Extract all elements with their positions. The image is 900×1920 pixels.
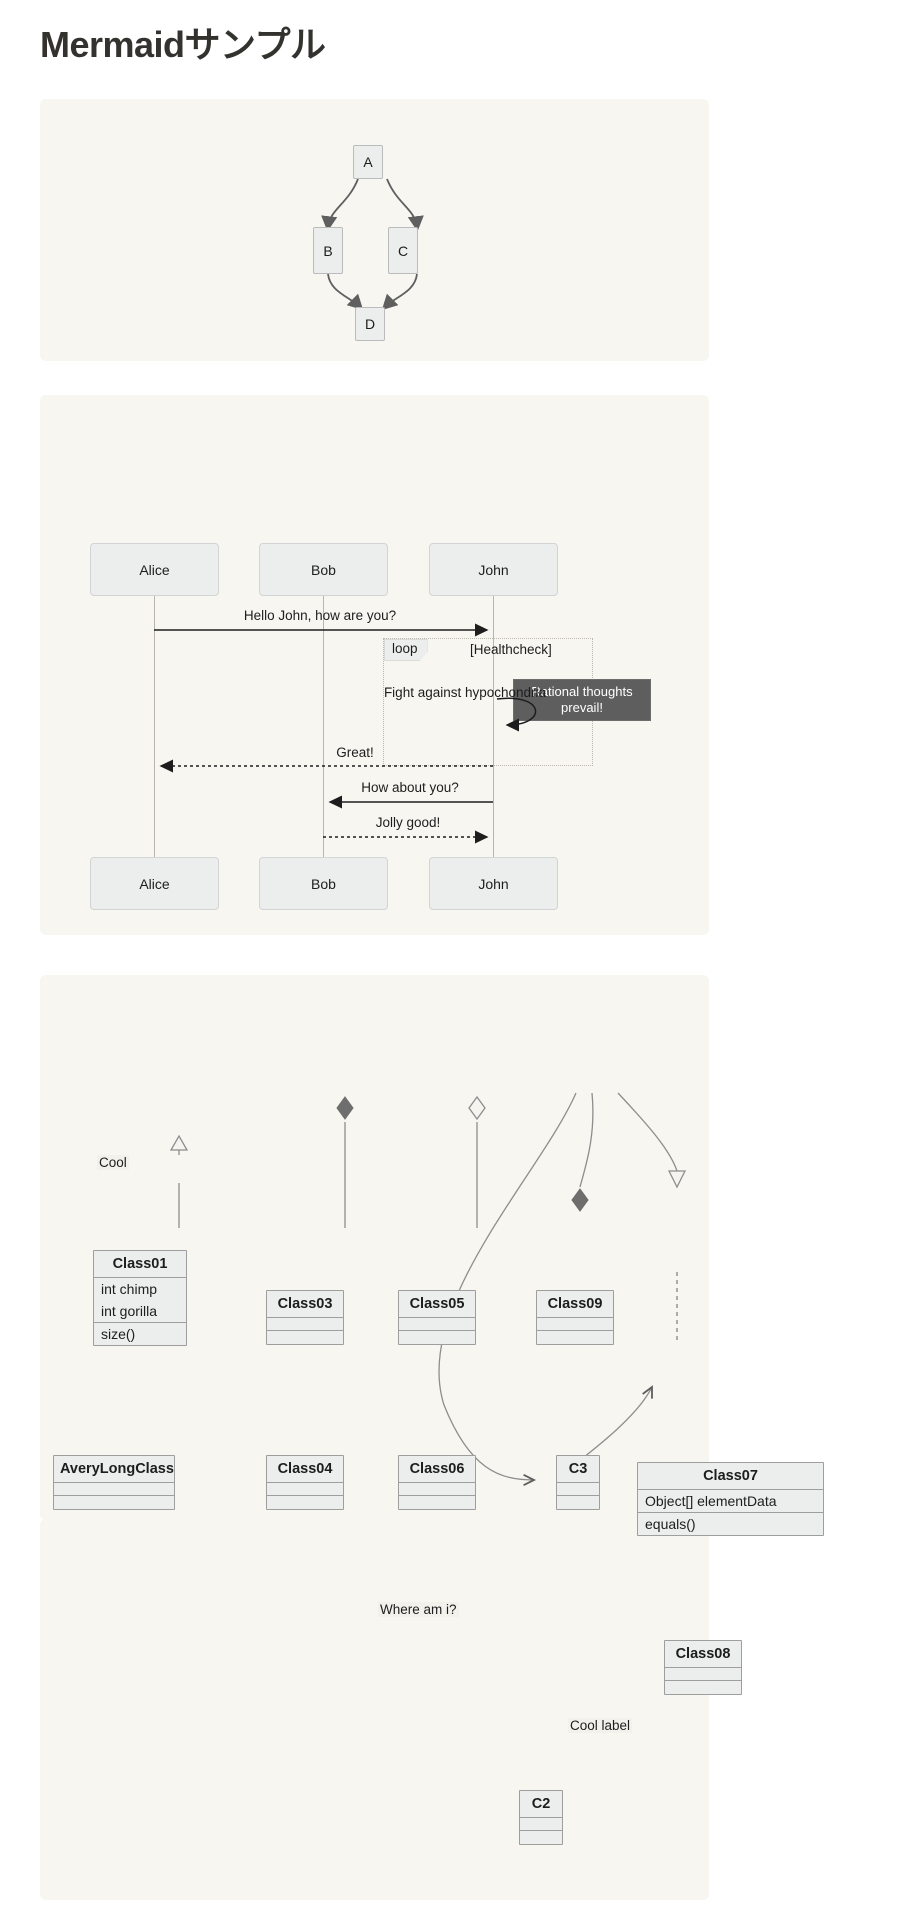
class-box-class01[interactable]: Class01 int chimp int gorilla size() xyxy=(93,1250,187,1346)
flowchart-panel: A B C D xyxy=(40,99,709,361)
actor-alice-top-label: Alice xyxy=(139,561,170,578)
actor-alice-bottom-label: Alice xyxy=(139,875,170,892)
class-box-class07-method-0: equals() xyxy=(645,1516,696,1532)
class-box-class06-methods xyxy=(399,1496,475,1509)
actor-bob-bottom-label: Bob xyxy=(311,875,336,892)
class-box-class05-methods xyxy=(399,1331,475,1344)
lifeline-alice xyxy=(154,596,155,857)
flowchart-node-b[interactable]: B xyxy=(313,227,343,274)
note-rational-thoughts-text: Rational thoughts prevail! xyxy=(531,683,633,715)
class-box-c3[interactable]: C3 xyxy=(556,1455,600,1510)
class-box-class04[interactable]: Class04 xyxy=(266,1455,344,1510)
class-box-averylongclass-title: AveryLongClass xyxy=(54,1456,174,1483)
message-label-4: How about you? xyxy=(361,780,459,795)
class-box-c2-title: C2 xyxy=(520,1791,562,1818)
message-label-3: Great! xyxy=(336,745,374,760)
actor-alice-bottom[interactable]: Alice xyxy=(90,857,219,910)
class-box-class09-title: Class09 xyxy=(537,1291,613,1318)
relation-label-cool: Cool xyxy=(97,1155,129,1170)
sequence-panel: Alice Bob John loop [Healthcheck] Ration… xyxy=(40,395,709,935)
class-box-class04-attrs xyxy=(267,1483,343,1496)
page-title: Mermaidサンプル xyxy=(40,24,326,65)
class-box-class08[interactable]: Class08 xyxy=(664,1640,742,1695)
class-diagram-panel xyxy=(40,975,709,1520)
flowchart-node-b-label: B xyxy=(323,242,333,259)
class-box-c2-methods xyxy=(520,1831,562,1844)
class-box-class06-attrs xyxy=(399,1483,475,1496)
class-box-class06[interactable]: Class06 xyxy=(398,1455,476,1510)
actor-john-top[interactable]: John xyxy=(429,543,558,596)
class-box-class07[interactable]: Class07 Object[] elementData equals() xyxy=(637,1462,824,1536)
class-box-class03[interactable]: Class03 xyxy=(266,1290,344,1345)
class-box-class01-title: Class01 xyxy=(94,1251,186,1278)
relation-label-where-am-i: Where am i? xyxy=(378,1602,459,1617)
class-box-class09-attrs xyxy=(537,1318,613,1331)
actor-bob-bottom[interactable]: Bob xyxy=(259,857,388,910)
class-box-class01-method-0: size() xyxy=(101,1326,136,1342)
class-box-class01-attr-0: int chimp xyxy=(101,1281,158,1297)
actor-bob-top-label: Bob xyxy=(311,561,336,578)
class-box-class07-title: Class07 xyxy=(638,1463,823,1490)
flowchart-node-d[interactable]: D xyxy=(355,307,385,341)
class-box-averylongclass-attrs xyxy=(54,1483,174,1496)
class-box-class08-attrs xyxy=(665,1668,741,1681)
class-box-class03-methods xyxy=(267,1331,343,1344)
class-box-class04-title: Class04 xyxy=(267,1456,343,1483)
lifeline-john xyxy=(493,596,494,857)
class-box-class07-attr-0: Object[] elementData xyxy=(645,1493,777,1509)
actor-john-bottom[interactable]: John xyxy=(429,857,558,910)
actor-john-top-label: John xyxy=(478,561,509,578)
class-box-class05-title: Class05 xyxy=(399,1291,475,1318)
class-box-class09-methods xyxy=(537,1331,613,1344)
class-box-c2[interactable]: C2 xyxy=(519,1790,563,1845)
class-box-class05-attrs xyxy=(399,1318,475,1331)
class-box-class05[interactable]: Class05 xyxy=(398,1290,476,1345)
message-label-1: Hello John, how are you? xyxy=(243,608,397,623)
flowchart-node-d-label: D xyxy=(364,316,376,332)
class-box-c3-methods xyxy=(557,1496,599,1509)
class-box-class09[interactable]: Class09 xyxy=(536,1290,614,1345)
class-box-class08-title: Class08 xyxy=(665,1641,741,1668)
message-label-2: Fight against hypochondria xyxy=(383,685,547,700)
class-box-averylongclass[interactable]: AveryLongClass xyxy=(53,1455,175,1510)
class-box-c3-title: C3 xyxy=(557,1456,599,1483)
loop-condition: [Healthcheck] xyxy=(470,642,552,657)
class-box-c3-attrs xyxy=(557,1483,599,1496)
class-box-class04-methods xyxy=(267,1496,343,1509)
class-box-class08-methods xyxy=(665,1681,741,1694)
message-label-5: Jolly good! xyxy=(375,815,441,830)
actor-john-bottom-label: John xyxy=(478,875,509,892)
flowchart-node-c[interactable]: C xyxy=(388,227,418,274)
lifeline-bob xyxy=(323,596,324,857)
class-diagram-panel-lower xyxy=(40,1519,709,1900)
flowchart-node-a[interactable]: A xyxy=(353,145,383,179)
flowchart-node-c-label: C xyxy=(397,242,409,259)
class-box-c2-attrs xyxy=(520,1818,562,1831)
relation-label-cool-label: Cool label xyxy=(568,1718,633,1733)
loop-tag: loop xyxy=(384,639,428,661)
class-box-class03-title: Class03 xyxy=(267,1291,343,1318)
actor-alice-top[interactable]: Alice xyxy=(90,543,219,596)
actor-bob-top[interactable]: Bob xyxy=(259,543,388,596)
class-box-averylongclass-methods xyxy=(54,1496,174,1509)
class-box-class01-attr-1: int gorilla xyxy=(101,1303,158,1319)
flowchart-node-a-label: A xyxy=(363,154,373,170)
class-box-class06-title: Class06 xyxy=(399,1456,475,1483)
class-box-class03-attrs xyxy=(267,1318,343,1331)
sequence-arrows xyxy=(154,623,537,844)
